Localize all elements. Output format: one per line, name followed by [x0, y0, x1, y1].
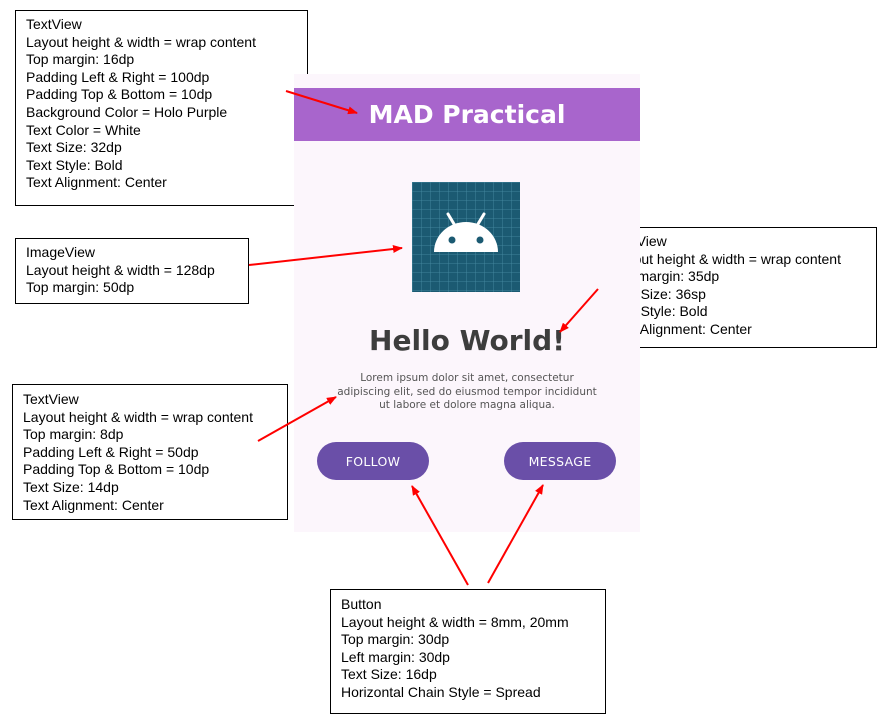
- annotation-line: Layout height & width = wrap content: [26, 33, 256, 50]
- android-icon: [412, 182, 520, 292]
- annotation-line: Text Size: 32dp: [26, 139, 122, 156]
- annotation-line: Background Color = Holo Purple: [26, 103, 228, 120]
- annotation-line: Layout height & width = 128dp: [26, 261, 215, 278]
- annotation-line: Top margin: 50dp: [26, 279, 135, 296]
- annotation-heading: TextView: [26, 16, 82, 32]
- message-button[interactable]: MESSAGE: [504, 442, 616, 480]
- app-title: MAD Practical: [294, 88, 640, 141]
- annotation-line: Padding Left & Right = 100dp: [26, 68, 210, 85]
- annotation-line: Layout height & width = wrap content: [611, 250, 841, 267]
- annotation-line: Text Size: 14dp: [23, 478, 119, 495]
- annotation-line: Text Alignment: Center: [26, 174, 167, 191]
- annotation-line: Layout height & width = wrap content: [23, 408, 253, 425]
- arrow-image: [248, 245, 403, 266]
- arrow-lorem: [257, 396, 337, 442]
- arrow-hello: [559, 288, 599, 333]
- arrow-title: [285, 90, 358, 115]
- annotation-imageview: ImageView Layout height & width = 128dp …: [15, 238, 249, 304]
- annotation-button: Button Layout height & width = 8mm, 20mm…: [330, 589, 606, 714]
- annotation-heading: TextView: [23, 391, 79, 407]
- annotation-lorem-textview: TextView Layout height & width = wrap co…: [12, 384, 288, 520]
- annotation-line: Layout height & width = 8mm, 20mm: [341, 613, 569, 630]
- annotation-line: Horizontal Chain Style = Spread: [341, 683, 541, 700]
- annotation-line: Top margin: 30dp: [341, 631, 450, 648]
- annotation-line: Left margin: 30dp: [341, 648, 450, 665]
- annotation-line: Text Color = White: [26, 121, 141, 138]
- annotation-line: Top margin: 16dp: [26, 51, 135, 68]
- annotation-line: Text Size: 16dp: [341, 666, 437, 683]
- phone-screen: MAD Practical Hello World! Lorem ipsum d…: [294, 74, 640, 532]
- annotation-line: Text Alignment: Center: [611, 320, 752, 337]
- follow-button[interactable]: FOLLOW: [317, 442, 429, 480]
- hello-world-text: Hello World!: [369, 324, 565, 357]
- arrow-message: [487, 484, 544, 584]
- annotation-line: Top margin: 8dp: [23, 426, 124, 443]
- lorem-text: Lorem ipsum dolor sit amet, consectetur …: [337, 372, 597, 411]
- annotation-line: Text Style: Bold: [26, 156, 123, 173]
- arrow-follow: [411, 485, 469, 586]
- annotation-line: Text Alignment: Center: [23, 496, 164, 513]
- android-image: [412, 182, 520, 292]
- annotation-heading: Button: [341, 596, 382, 612]
- annotation-line: Padding Left & Right = 50dp: [23, 443, 199, 460]
- annotation-line: Padding Top & Bottom = 10dp: [23, 461, 210, 478]
- annotation-line: Padding Top & Bottom = 10dp: [26, 86, 213, 103]
- annotation-heading: ImageView: [26, 244, 96, 260]
- annotation-title-textview: TextView Layout height & width = wrap co…: [15, 10, 308, 206]
